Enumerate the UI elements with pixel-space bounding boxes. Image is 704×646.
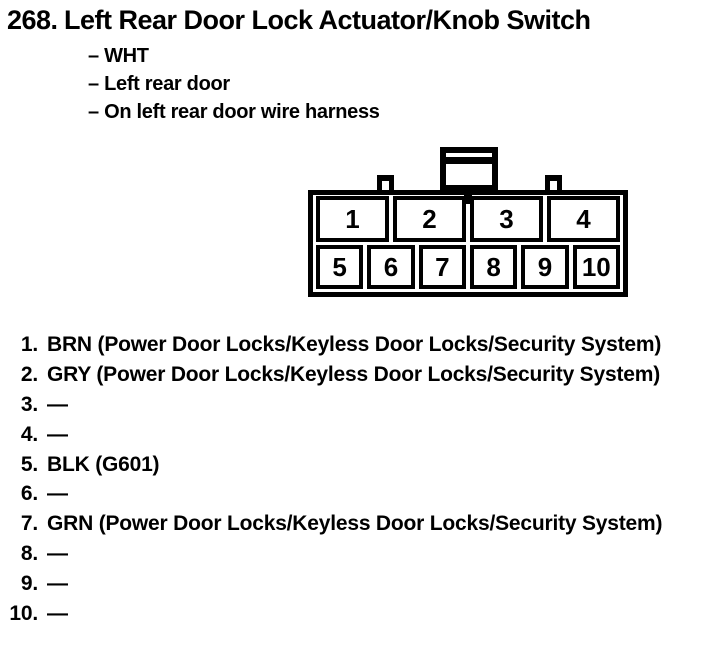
pin-description: — xyxy=(47,572,68,596)
pin-cell-6: 6 xyxy=(367,245,415,289)
pin-description: — xyxy=(47,482,68,506)
pin-description: — xyxy=(47,392,68,416)
pin-description-list: 1. BRN (Power Door Locks/Keyless Door Lo… xyxy=(4,330,700,629)
connector-latch-tab xyxy=(440,147,498,191)
pin-cell-5: 5 xyxy=(316,245,364,289)
pin-description: — xyxy=(47,542,68,566)
section-heading: 268. Left Rear Door Lock Actuator/Knob S… xyxy=(7,5,591,35)
pin-list-item: 4. — xyxy=(4,420,700,450)
pin-list-item: 2. GRY (Power Door Locks/Keyless Door Lo… xyxy=(4,360,700,390)
detail-item-color: – WHT xyxy=(88,45,149,67)
pin-number: 1. xyxy=(20,333,38,356)
pin-number: 8. xyxy=(20,542,38,566)
pin-cell-10: 10 xyxy=(572,245,620,289)
pin-description: BLK (G601) xyxy=(47,452,160,476)
connector-bump-right xyxy=(545,175,562,191)
pin-list-item: 5. BLK (G601) xyxy=(4,450,700,480)
pin-number: 4. xyxy=(20,422,38,446)
pin-number: 3. xyxy=(20,392,38,416)
section-number: 268. xyxy=(7,5,58,35)
pin-number: 2. xyxy=(20,362,38,386)
pin-list-item: 10. — xyxy=(4,599,700,629)
pin-cell-3: 3 xyxy=(470,196,543,242)
pin-list-item: 8. — xyxy=(4,539,700,569)
pin-list-item: 6. — xyxy=(4,479,700,509)
pin-cell-9: 9 xyxy=(521,245,569,289)
pin-description: — xyxy=(47,602,68,626)
detail-item-location: – Left rear door xyxy=(88,73,230,95)
pin-list-item: 3. — xyxy=(4,390,700,420)
pin-cell-1: 1 xyxy=(316,196,389,242)
pin-description: — xyxy=(47,422,68,446)
latch-tab-stripe xyxy=(446,157,492,164)
pin-description: GRY (Power Door Locks/Keyless Door Locks… xyxy=(47,362,660,386)
pin-list-item: 7. GRN (Power Door Locks/Keyless Door Lo… xyxy=(4,509,700,539)
pin-cell-4: 4 xyxy=(547,196,620,242)
connector-bump-left xyxy=(377,175,394,191)
pin-list-item: 9. — xyxy=(4,569,700,599)
pin-cell-7: 7 xyxy=(418,245,466,289)
pin-list-item: 1. BRN (Power Door Locks/Keyless Door Lo… xyxy=(4,330,700,360)
pin-description: BRN (Power Door Locks/Keyless Door Locks… xyxy=(47,333,662,356)
pin-cell-2: 2 xyxy=(393,196,466,242)
pin-number: 6. xyxy=(20,482,38,506)
pin-number: 5. xyxy=(20,452,38,476)
pin-description: GRN (Power Door Locks/Keyless Door Locks… xyxy=(47,512,663,536)
pin-cell-8: 8 xyxy=(469,245,518,289)
connector-housing: 1 2 3 4 5 6 7 8 9 10 xyxy=(308,190,628,297)
pin-row-bottom: 5 6 7 8 9 10 xyxy=(313,244,623,290)
pin-number: 7. xyxy=(20,512,38,536)
pin-row-top: 1 2 3 4 xyxy=(313,195,623,243)
detail-item-harness: – On left rear door wire harness xyxy=(88,101,380,123)
detail-list: – WHT – Left rear door – On left rear do… xyxy=(88,42,380,126)
pin-number: 9. xyxy=(20,572,38,596)
connector-index-notch xyxy=(464,195,472,204)
connector-diagram: 1 2 3 4 5 6 7 8 9 10 xyxy=(308,147,628,297)
pin-number: 10. xyxy=(9,602,38,626)
page-title: Left Rear Door Lock Actuator/Knob Switch xyxy=(64,5,591,35)
